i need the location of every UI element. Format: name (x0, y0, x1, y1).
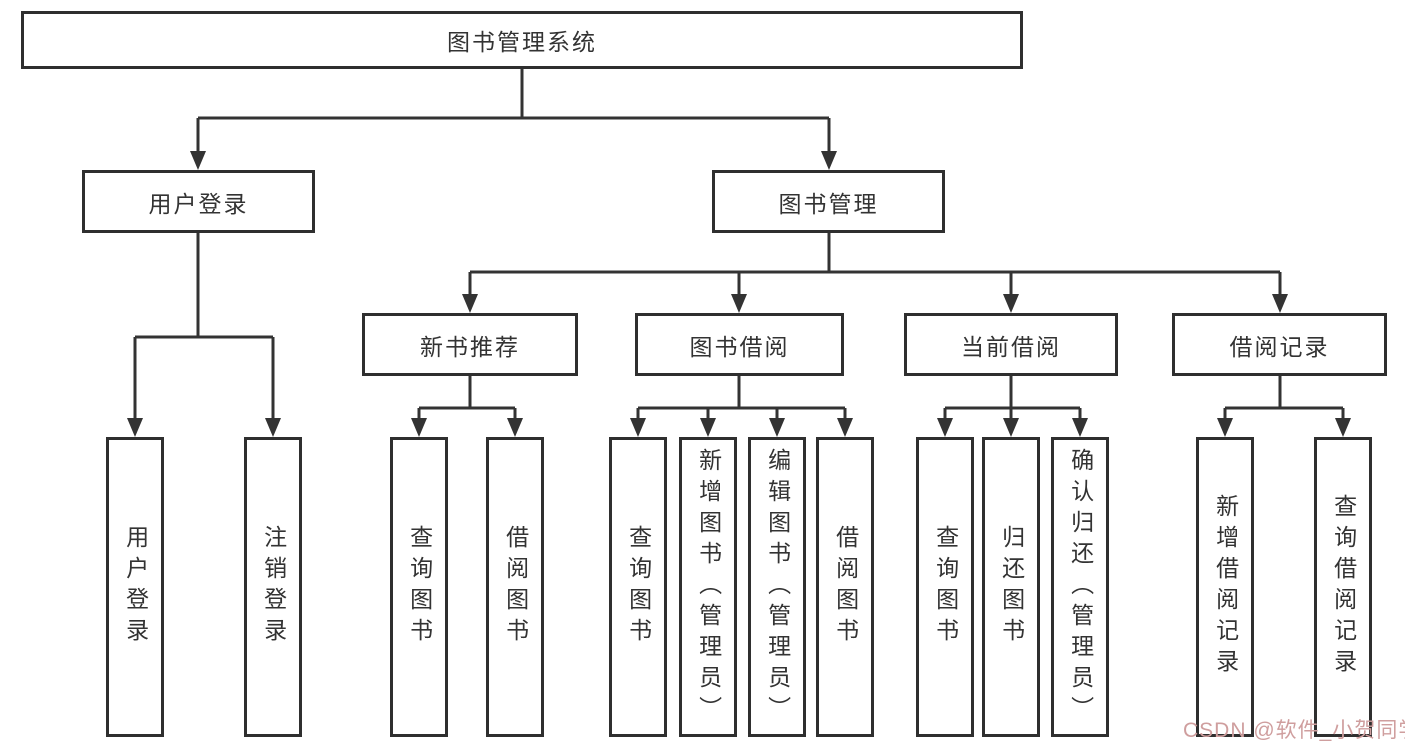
node-book-borrow-label: 图书借阅 (689, 333, 790, 360)
leaf-records-add-record: 新增借阅记录 (1196, 437, 1254, 737)
node-current-borrow: 当前借阅 (904, 313, 1118, 376)
leaf-recommend-query-book-label: 查询图书 (406, 525, 433, 649)
leaf-borrow-edit-book-label: 编辑图书（管理员） (764, 447, 791, 727)
leaf-borrow-add-book: 新增图书（管理员） (679, 437, 737, 737)
leaf-current-confirm-return-label: 确认归还（管理员） (1067, 447, 1094, 727)
leaf-recommend-borrow-book: 借阅图书 (486, 437, 544, 737)
node-user-login-label: 用户登录 (148, 190, 249, 217)
node-root-label: 图书管理系统 (447, 29, 597, 55)
node-root: 图书管理系统 (21, 11, 1023, 69)
leaf-user-login-label: 用户登录 (122, 525, 149, 649)
leaf-current-query-book-label: 查询图书 (932, 525, 959, 649)
leaf-recommend-query-book: 查询图书 (390, 437, 448, 737)
node-new-book-recommend-label: 新书推荐 (420, 333, 520, 360)
node-current-borrow-label: 当前借阅 (961, 333, 1061, 360)
leaf-user-login: 用户登录 (106, 437, 164, 737)
node-book-borrow: 图书借阅 (635, 313, 844, 376)
leaf-borrow-add-book-label: 新增图书（管理员） (695, 447, 722, 727)
node-user-login: 用户登录 (82, 170, 315, 233)
leaf-current-return-book: 归还图书 (982, 437, 1040, 737)
leaf-logout: 注销登录 (244, 437, 302, 737)
leaf-current-query-book: 查询图书 (916, 437, 974, 737)
leaf-borrow-query-book-label: 查询图书 (625, 525, 652, 649)
node-book-management-label: 图书管理 (778, 190, 879, 217)
node-new-book-recommend: 新书推荐 (362, 313, 578, 376)
leaf-records-add-record-label: 新增借阅记录 (1212, 494, 1239, 680)
leaf-records-query-record-label: 查询借阅记录 (1330, 494, 1357, 680)
leaf-borrow-borrow-book: 借阅图书 (816, 437, 874, 737)
node-borrow-records: 借阅记录 (1172, 313, 1387, 376)
leaf-logout-label: 注销登录 (260, 525, 287, 649)
leaf-borrow-edit-book: 编辑图书（管理员） (748, 437, 806, 737)
leaf-current-confirm-return: 确认归还（管理员） (1051, 437, 1109, 737)
watermark: CSDN @软件_小贺同学 (1183, 719, 1405, 742)
node-borrow-records-label: 借阅记录 (1229, 333, 1330, 360)
leaf-borrow-borrow-book-label: 借阅图书 (832, 525, 859, 649)
leaf-borrow-query-book: 查询图书 (609, 437, 667, 737)
leaf-current-return-book-label: 归还图书 (998, 525, 1025, 649)
node-book-management: 图书管理 (712, 170, 945, 233)
leaf-records-query-record: 查询借阅记录 (1314, 437, 1372, 737)
leaf-recommend-borrow-book-label: 借阅图书 (502, 525, 529, 649)
